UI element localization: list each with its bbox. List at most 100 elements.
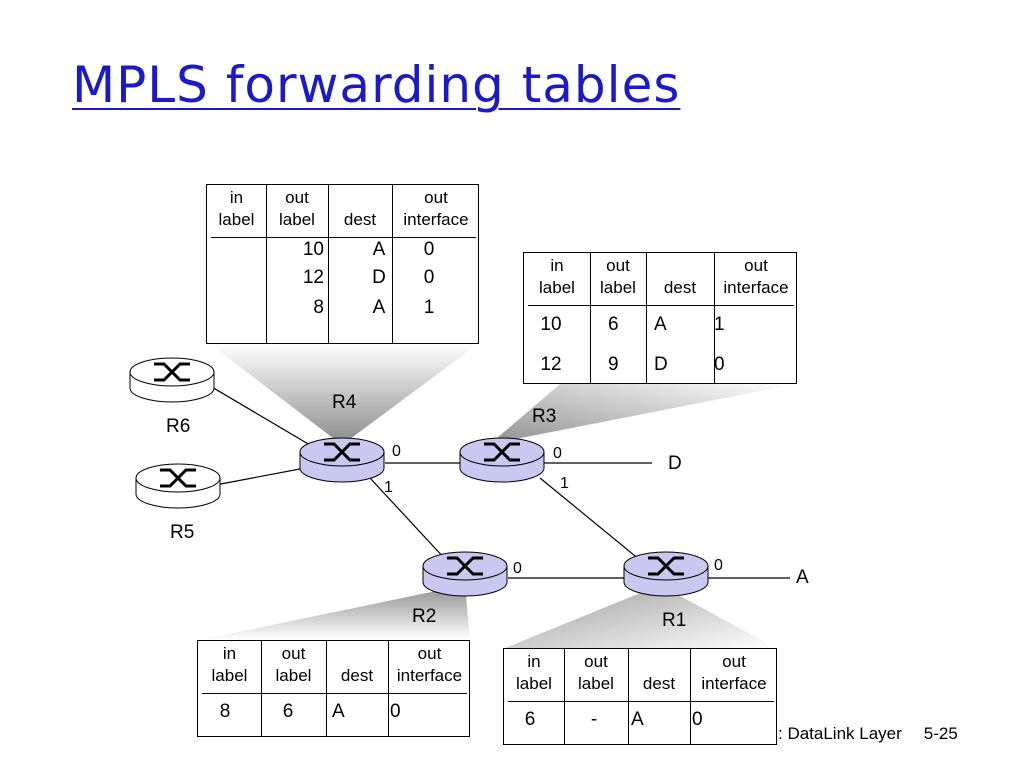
r4-row-0-out-label: 10 bbox=[302, 239, 324, 260]
link-r5-r4 bbox=[204, 467, 306, 488]
router-r1-icon bbox=[623, 551, 709, 597]
r2-header-out-label-line2: label bbox=[275, 666, 312, 685]
router-label-r2: R2 bbox=[412, 606, 437, 627]
r2-header-dest: dest bbox=[326, 643, 388, 687]
r1-header-out-label: out label bbox=[564, 651, 628, 695]
slide-title: MPLS forwarding tables bbox=[72, 56, 681, 114]
r4-header-out-label-line1: out bbox=[285, 188, 309, 207]
r2-header-dest-spacer bbox=[326, 643, 388, 665]
router-r5-icon bbox=[135, 463, 221, 509]
r4-port-1: 1 bbox=[384, 479, 393, 496]
r1-header-out-interface-line1: out bbox=[722, 652, 746, 671]
r4-row-2-dest: A bbox=[372, 297, 386, 318]
r3-row-0-dest: A bbox=[654, 314, 667, 335]
r2-header-out-interface: out interface bbox=[388, 643, 471, 687]
r3-row-1-out-label: 9 bbox=[608, 354, 619, 375]
r3-row-1-dest: D bbox=[654, 354, 668, 375]
r3-header-dest-line2: dest bbox=[663, 278, 697, 297]
page-number: 5-25 bbox=[923, 724, 958, 743]
r4-header-dest-line2: dest bbox=[343, 210, 377, 229]
r1-header-out-interface: out interface bbox=[690, 651, 778, 695]
r2-header-out-interface-line2: interface bbox=[396, 666, 463, 685]
r1-row-0-in-label: 6 bbox=[524, 709, 536, 730]
r3-port-1: 1 bbox=[560, 475, 569, 492]
r3-port-0: 0 bbox=[553, 445, 562, 462]
r4-port-0: 0 bbox=[392, 443, 401, 460]
link-r6-r4 bbox=[199, 379, 311, 446]
r4-row-2-out-interface: 1 bbox=[423, 297, 435, 318]
r4-header-out-interface-line1: out bbox=[424, 188, 448, 207]
r1-row-0-out-label: - bbox=[590, 709, 598, 730]
r2-header-dest-line2: dest bbox=[340, 666, 374, 685]
r1-header-dest-line2: dest bbox=[642, 674, 676, 693]
router-label-r5: R5 bbox=[170, 522, 195, 543]
r1-header-in-label: in label bbox=[504, 651, 564, 695]
r4-table-cone bbox=[210, 344, 478, 445]
r4-row-0-out-interface: 0 bbox=[423, 239, 435, 260]
r2-header-out-label-line1: out bbox=[281, 644, 306, 663]
r4-row-2-out-label: 8 bbox=[313, 297, 324, 318]
r4-header-dest: dest bbox=[328, 187, 392, 231]
r3-header-dest-spacer bbox=[646, 255, 714, 277]
r3-header-out-interface: out interface bbox=[714, 255, 798, 299]
r1-row-0-dest: A bbox=[631, 709, 644, 730]
r4-row-0-dest: A bbox=[372, 239, 386, 260]
router-r6-icon bbox=[129, 357, 215, 403]
r2-table-cone bbox=[200, 585, 470, 640]
footer-title: : DataLink Layer bbox=[778, 724, 902, 743]
r1-header-out-interface-line2: interface bbox=[701, 674, 767, 693]
r1-header-dest-spacer bbox=[628, 651, 690, 673]
r4-header-in-label-line2: label bbox=[218, 210, 255, 229]
r1-header-out-label-line2: label bbox=[578, 674, 614, 693]
r4-header-out-label: out label bbox=[266, 187, 328, 231]
link-r4-r2 bbox=[369, 477, 447, 561]
r1-port-0: 0 bbox=[714, 557, 723, 574]
r4-header-out-label-line2: label bbox=[279, 210, 315, 229]
r3-header-dest: dest bbox=[646, 255, 714, 299]
r2-row-0-out-interface: 0 bbox=[390, 701, 401, 722]
r1-header-in-label-line1: in bbox=[527, 652, 541, 671]
r3-row-0-out-interface: 1 bbox=[714, 314, 725, 335]
r3-header-out-interface-line2: interface bbox=[723, 278, 789, 297]
r3-row-0-in-label: 10 bbox=[540, 314, 562, 335]
router-label-r1: R1 bbox=[662, 610, 687, 631]
r3-header-in-label-line2: label bbox=[539, 278, 575, 297]
r3-header-out-interface-line1: out bbox=[744, 256, 768, 275]
r1-header-dest: dest bbox=[628, 651, 690, 695]
r2-port-0: 0 bbox=[513, 560, 522, 577]
r3-header-out-label: out label bbox=[590, 255, 646, 299]
r4-row-1-out-interface: 0 bbox=[423, 267, 435, 288]
router-r3-icon bbox=[459, 437, 545, 483]
r3-row-1-in-label: 12 bbox=[540, 354, 562, 375]
r4-header-dest-spacer bbox=[328, 187, 392, 209]
r2-header-in-label-line2: label bbox=[211, 666, 248, 685]
r4-header-out-interface-line2: interface bbox=[403, 210, 469, 229]
r2-header-out-interface-line1: out bbox=[417, 644, 442, 663]
destination-a-label: A bbox=[796, 567, 809, 588]
router-label-r6: R6 bbox=[166, 416, 191, 437]
link-r3-r1 bbox=[539, 477, 641, 561]
r1-header-in-label-line2: label bbox=[516, 674, 552, 693]
router-r2-icon bbox=[422, 551, 508, 597]
r3-header-out-label-line1: out bbox=[606, 256, 630, 275]
slide-footer: : DataLink Layer 5-25 bbox=[778, 724, 958, 744]
r3-header-out-label-line2: label bbox=[600, 278, 636, 297]
router-label-r4: R4 bbox=[332, 392, 357, 413]
r1-row-0-out-interface: 0 bbox=[692, 709, 703, 730]
r2-row-0-dest: A bbox=[332, 701, 345, 722]
r1-header-out-label-line1: out bbox=[584, 652, 608, 671]
router-r4-icon bbox=[299, 437, 385, 483]
destination-d-label: D bbox=[668, 453, 682, 474]
r1-table-cone bbox=[505, 585, 776, 648]
r2-row-0-out-label: 6 bbox=[282, 701, 294, 722]
r3-row-1-out-interface: 0 bbox=[714, 354, 725, 375]
r4-row-1-dest: D bbox=[372, 267, 386, 288]
r2-row-0-in-label: 8 bbox=[219, 701, 231, 722]
